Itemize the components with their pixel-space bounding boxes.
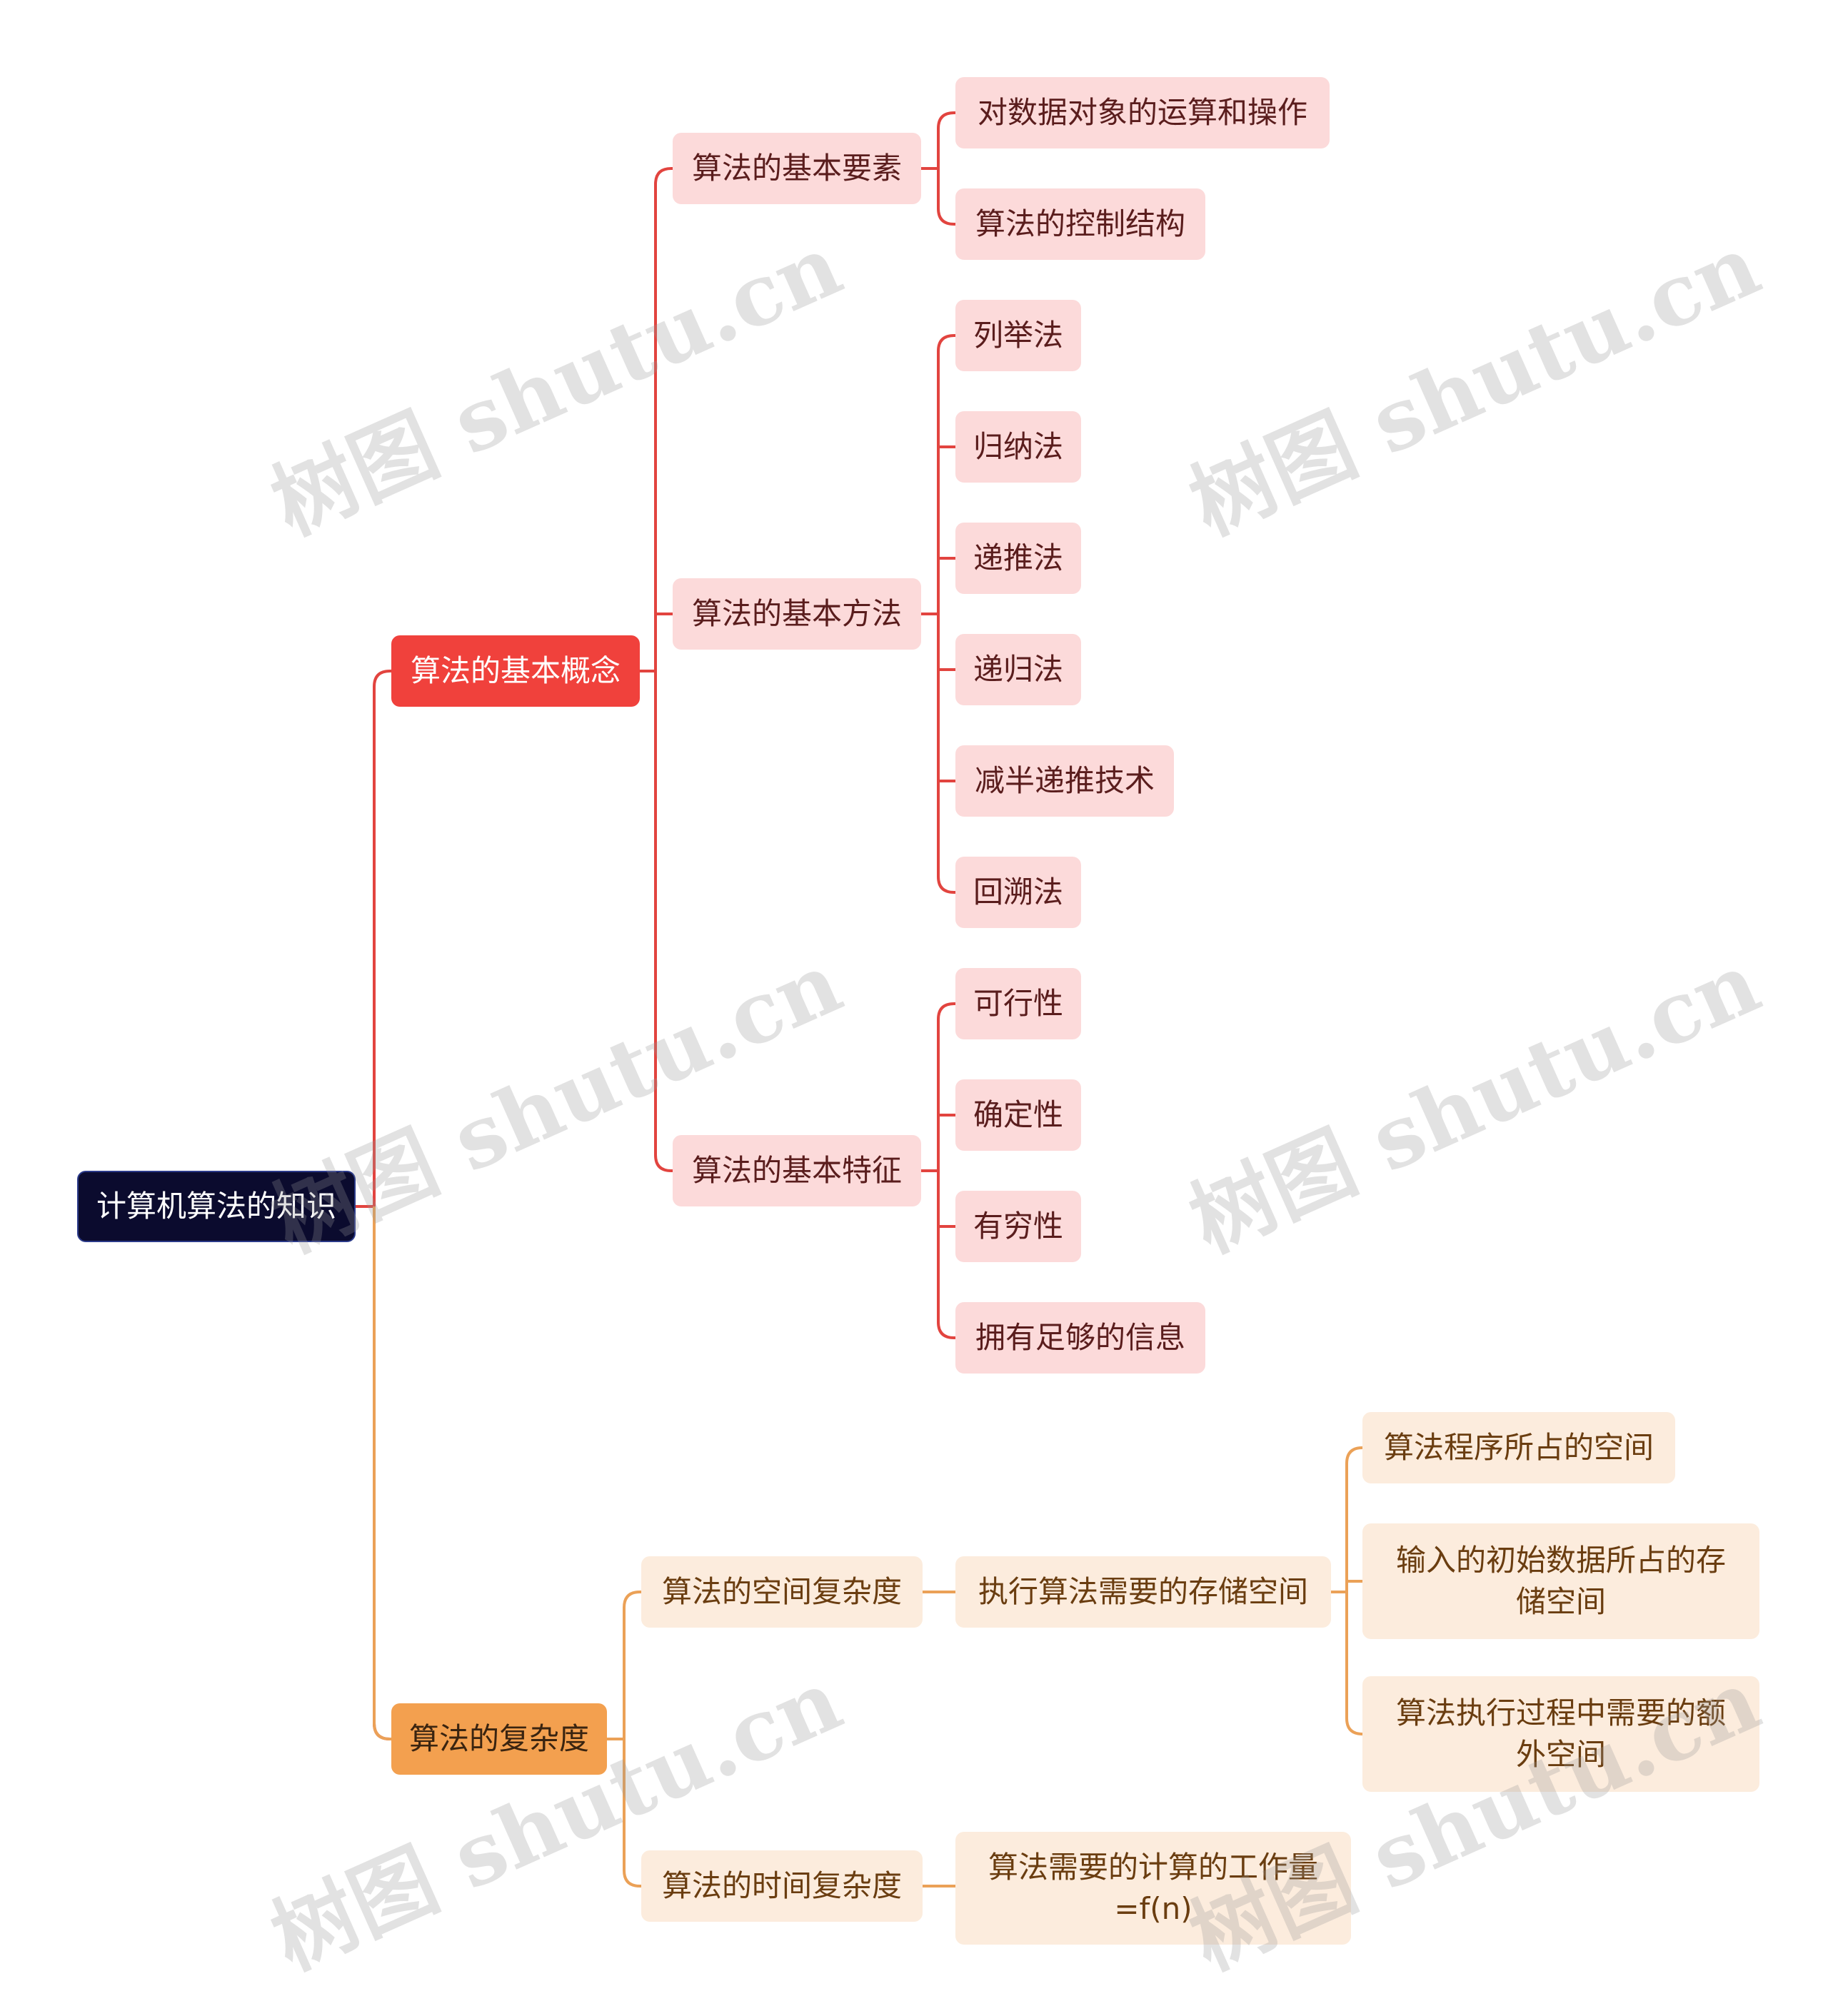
- leaf-program-space[interactable]: 算法程序所占的空间: [1362, 1412, 1675, 1483]
- leaf-induction[interactable]: 归纳法: [955, 411, 1081, 483]
- leaf-data-operations[interactable]: 对数据对象的运算和操作: [955, 77, 1330, 148]
- leaf-control-structure[interactable]: 算法的控制结构: [955, 188, 1205, 260]
- leaf-input-data-space[interactable]: 输入的初始数据所占的存储空间: [1362, 1523, 1759, 1639]
- topic-storage-required[interactable]: 执行算法需要的存储空间: [955, 1556, 1331, 1628]
- leaf-determinism[interactable]: 确定性: [955, 1079, 1081, 1151]
- leaf-extra-space[interactable]: 算法执行过程中需要的额外空间: [1362, 1676, 1759, 1792]
- leaf-recurrence[interactable]: 递推法: [955, 523, 1081, 594]
- leaf-finiteness[interactable]: 有穷性: [955, 1191, 1081, 1262]
- branch-basic-concepts[interactable]: 算法的基本概念: [391, 635, 640, 707]
- topic-basic-features[interactable]: 算法的基本特征: [673, 1135, 921, 1206]
- topic-space-complexity[interactable]: 算法的空间复杂度: [641, 1556, 923, 1628]
- leaf-backtracking[interactable]: 回溯法: [955, 857, 1081, 928]
- topic-basic-methods[interactable]: 算法的基本方法: [673, 578, 921, 650]
- leaf-feasibility[interactable]: 可行性: [955, 968, 1081, 1039]
- leaf-sufficient-information[interactable]: 拥有足够的信息: [955, 1302, 1205, 1374]
- leaf-halving-recurrence[interactable]: 减半递推技术: [955, 745, 1174, 817]
- leaf-enumeration[interactable]: 列举法: [955, 300, 1081, 371]
- topic-time-complexity[interactable]: 算法的时间复杂度: [641, 1850, 923, 1922]
- leaf-recursion[interactable]: 递归法: [955, 634, 1081, 705]
- topic-basic-elements[interactable]: 算法的基本要素: [673, 133, 921, 204]
- branch-complexity[interactable]: 算法的复杂度: [391, 1703, 607, 1775]
- root-topic[interactable]: 计算机算法的知识: [77, 1171, 356, 1242]
- leaf-computation-workload[interactable]: 算法需要的计算的工作量=f(n): [955, 1832, 1351, 1945]
